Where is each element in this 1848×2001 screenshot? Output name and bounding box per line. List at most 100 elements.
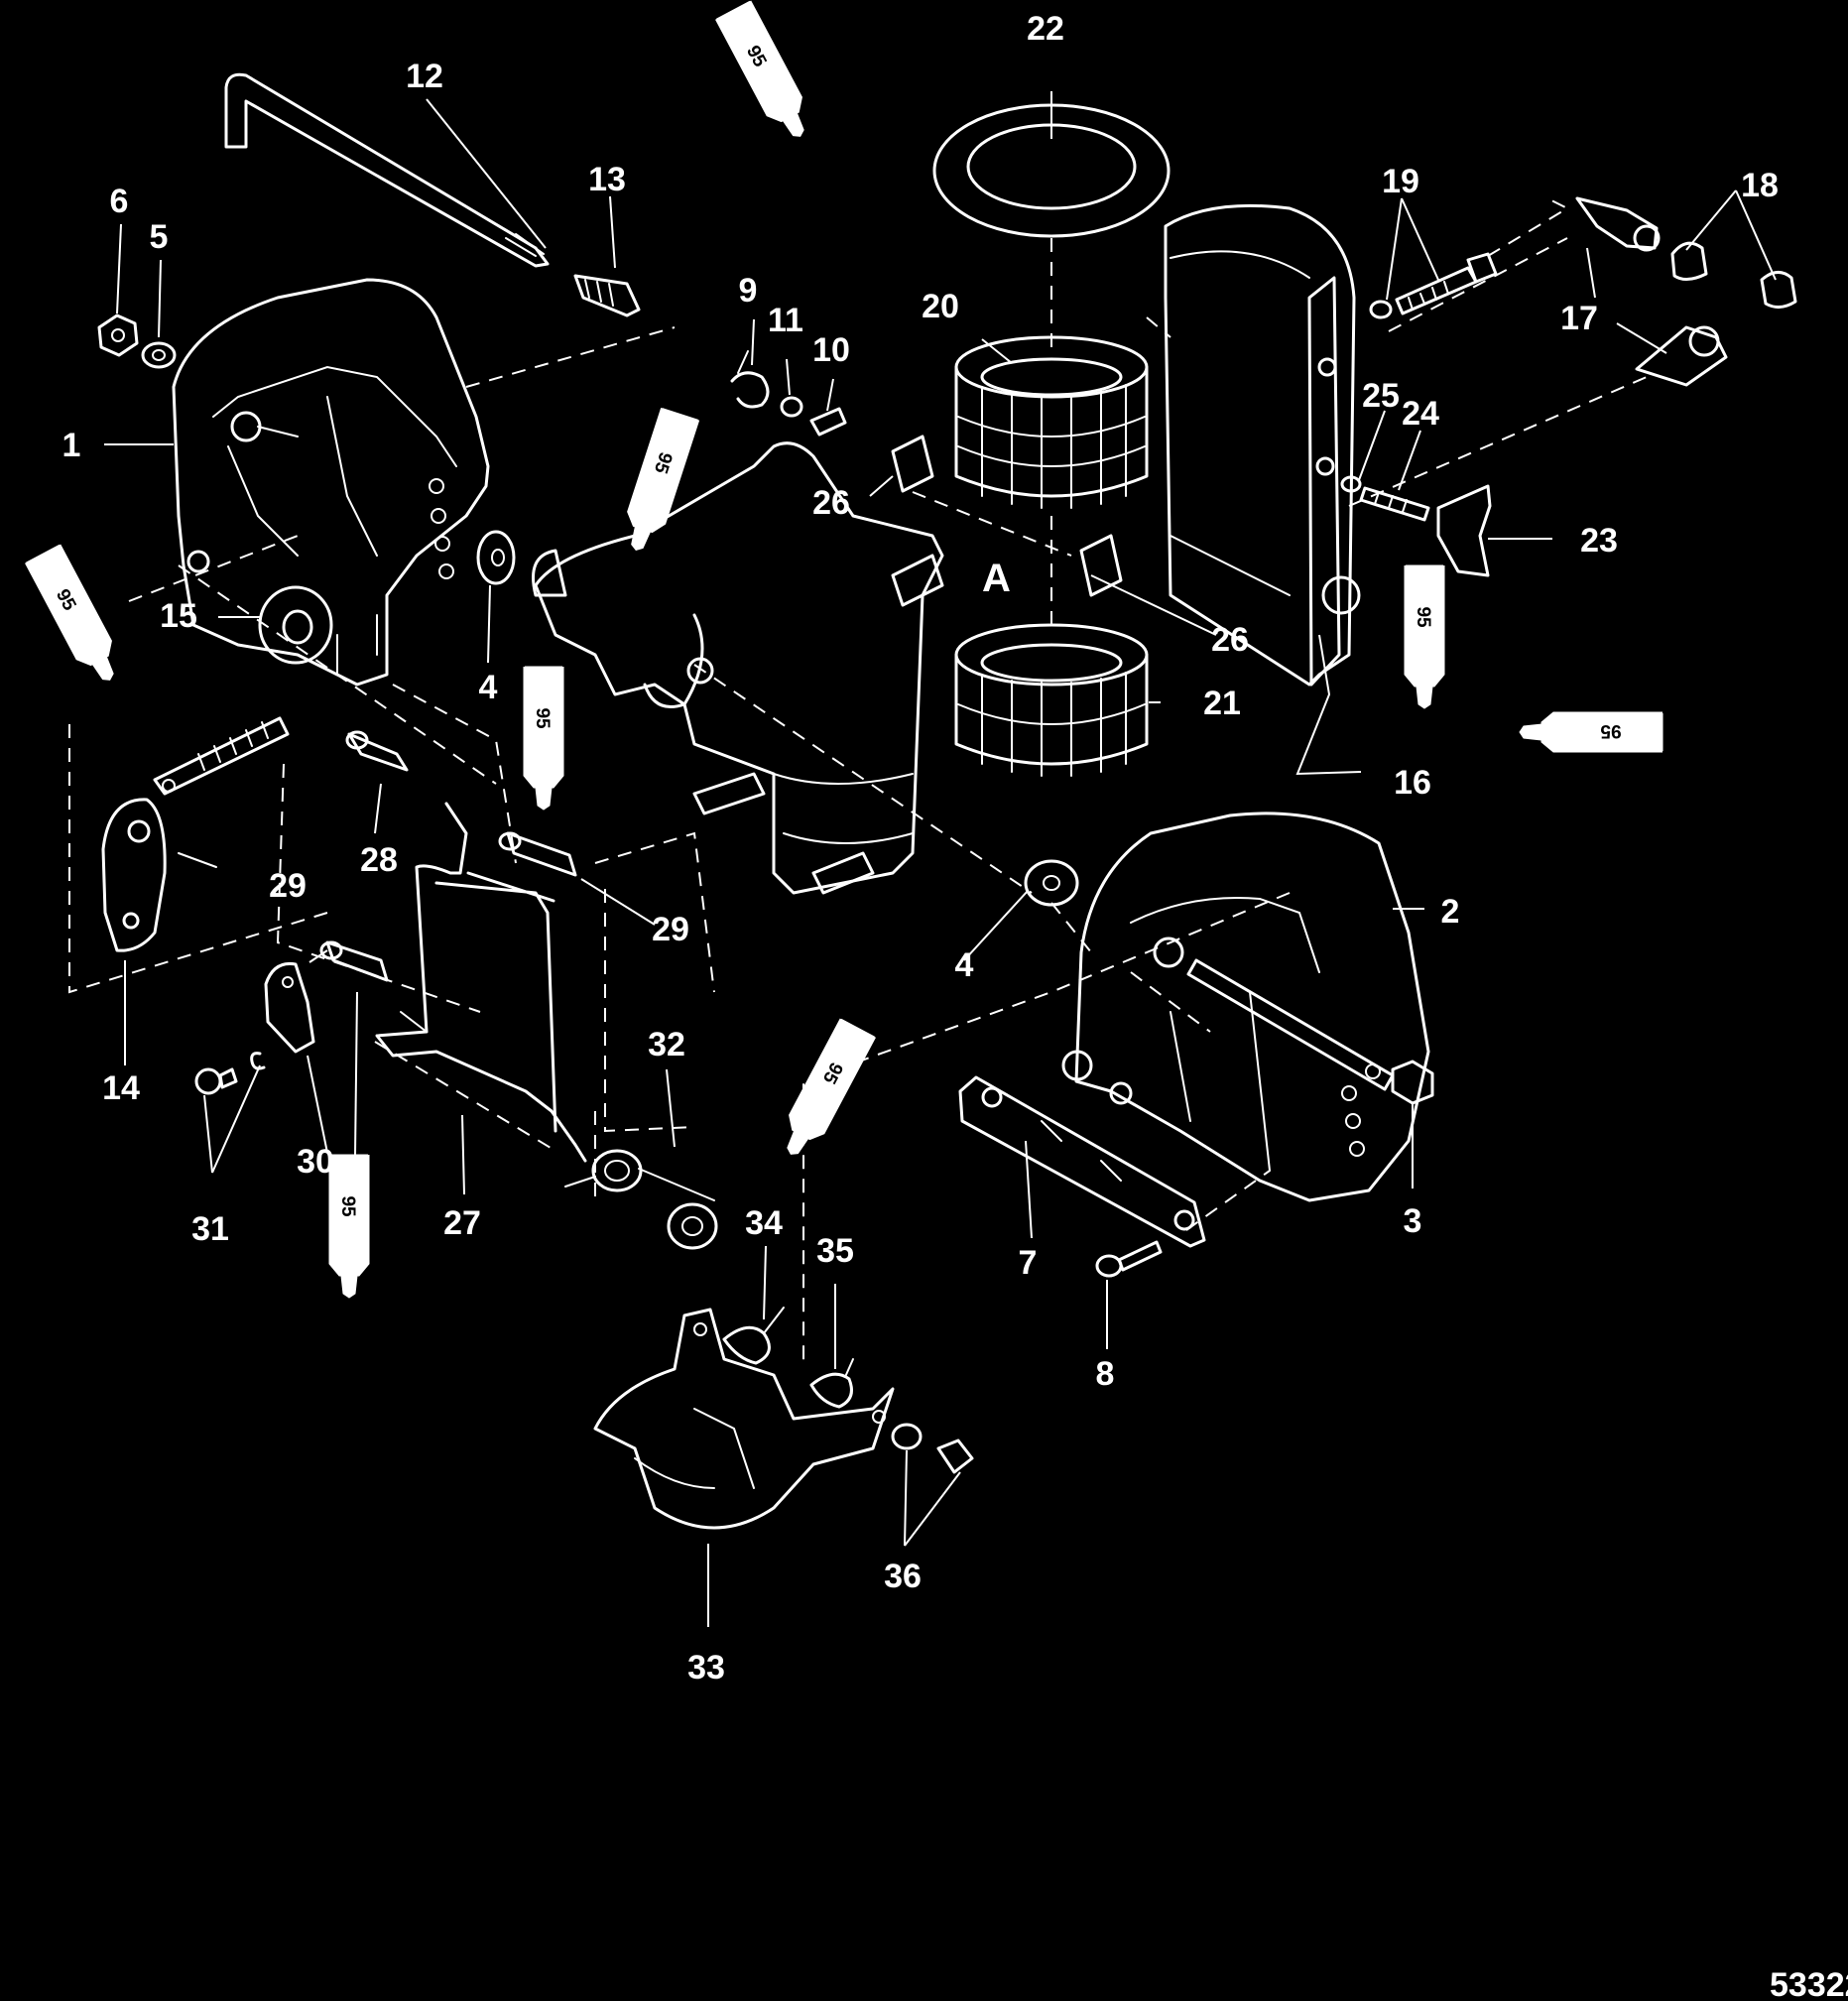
part-25-washer xyxy=(1340,475,1362,493)
callout-35: 35 xyxy=(816,1232,854,1270)
assembly-lines xyxy=(68,197,1648,1369)
part-30-bracket xyxy=(264,961,315,1054)
callout-3: 3 xyxy=(1404,1202,1422,1240)
part-13-knob xyxy=(573,274,641,317)
part-28-pin xyxy=(345,730,409,772)
part-7-plate xyxy=(958,1075,1206,1248)
part-26-upper-pad xyxy=(891,435,934,493)
callout-21: 21 xyxy=(1203,685,1241,722)
lubricant-tube-95: 95 xyxy=(710,0,804,137)
part-33-tilt-support xyxy=(593,1308,895,1530)
callout-8: 8 xyxy=(1096,1355,1115,1393)
callout-10: 10 xyxy=(812,331,850,369)
part-2-starboard-clamp-bracket xyxy=(1061,812,1430,1202)
part-36-screw xyxy=(936,1438,974,1474)
callout-7: 7 xyxy=(1019,1244,1038,1282)
callout-6: 6 xyxy=(110,183,129,220)
lubricant-tube-95: 95 xyxy=(20,536,114,681)
lubricant-tube-95: 95 xyxy=(328,1146,370,1299)
callout-31: 31 xyxy=(191,1210,229,1248)
lubricant-tube-95: 95 xyxy=(627,399,703,551)
callout-1: 1 xyxy=(62,427,81,464)
lubricant-tube-95: 95 xyxy=(787,1010,881,1155)
part-4-lower-washer xyxy=(1024,859,1079,907)
part-17-upper-grease-fitting xyxy=(1575,196,1661,252)
part-29-pin-upper xyxy=(498,831,577,877)
callout-36: 36 xyxy=(884,1558,922,1595)
callout-23: 23 xyxy=(1580,522,1618,560)
part-14-lever xyxy=(101,798,217,952)
part-19-screw xyxy=(1369,252,1498,319)
callout-33: 33 xyxy=(687,1649,725,1687)
callout-16: 16 xyxy=(1394,764,1431,802)
callout-13: 13 xyxy=(588,161,626,198)
callout-28: 28 xyxy=(360,841,398,879)
callout-5: 5 xyxy=(150,218,169,256)
part-3-bolt xyxy=(1186,958,1434,1105)
lubricant-code: 95 xyxy=(1413,606,1433,628)
reference-letter-a: A xyxy=(982,557,1011,600)
part-4-upper-washer xyxy=(476,530,516,585)
part-35-spring xyxy=(809,1358,854,1409)
part-8-screw xyxy=(1095,1240,1163,1278)
part-24-screw xyxy=(1359,486,1430,522)
callout-32: 32 xyxy=(648,1026,685,1063)
part-36-washer xyxy=(891,1423,923,1450)
lubricant-tube-95: 95 xyxy=(523,658,564,811)
lubricant-code: 95 xyxy=(532,707,553,729)
part-32-spring xyxy=(564,1149,718,1250)
part-20-upper-bushing xyxy=(954,335,1149,509)
callout-4b: 4 xyxy=(955,946,974,984)
callout-18: 18 xyxy=(1741,167,1779,204)
callout-14: 14 xyxy=(102,1069,140,1107)
callout-26b: 26 xyxy=(1211,621,1249,659)
part-18-cap-lower xyxy=(1760,271,1797,309)
lubricant-code: 95 xyxy=(1600,720,1622,741)
part-15-clamp-pad xyxy=(258,585,333,665)
callout-30: 30 xyxy=(297,1143,334,1181)
part-34-spring xyxy=(722,1307,785,1365)
lubricant-tube-95: 95 xyxy=(1519,711,1671,753)
part-27-tilt-lock-lever xyxy=(375,802,587,1163)
callout-12: 12 xyxy=(406,58,443,95)
part-17-lower-grease-fitting xyxy=(1635,325,1728,387)
callout-29a: 29 xyxy=(652,911,689,948)
part-21-lower-bushing xyxy=(954,623,1149,777)
part-31-clip xyxy=(250,1052,266,1070)
part-1-port-clamp-bracket xyxy=(172,278,490,687)
spring-rod xyxy=(153,716,290,796)
part-9-spring xyxy=(730,350,770,409)
callout-4a: 4 xyxy=(479,669,498,706)
callout-24: 24 xyxy=(1402,395,1439,433)
callout-25: 25 xyxy=(1362,377,1400,415)
part-10-screw xyxy=(809,407,847,437)
part-5-washer xyxy=(141,341,177,369)
callout-labels: 1234456789101112131415161718192021222324… xyxy=(62,10,1779,1687)
part-12-tilt-rod xyxy=(224,72,550,268)
part-23-thumbscrew xyxy=(1436,484,1492,577)
swivel-bracket-casting xyxy=(532,441,944,895)
callout-20: 20 xyxy=(922,288,959,325)
callout-34: 34 xyxy=(745,1204,783,1242)
callout-29b: 29 xyxy=(269,867,307,905)
leader-lines xyxy=(104,91,1777,1627)
callout-9: 9 xyxy=(739,272,758,310)
figure-number: 53322 xyxy=(1770,1966,1848,2001)
callout-27: 27 xyxy=(443,1204,481,1242)
part-18-cap-upper xyxy=(1670,241,1708,281)
callout-11: 11 xyxy=(768,302,803,339)
part-26-lower-pad xyxy=(1079,534,1123,597)
callout-22: 22 xyxy=(1027,10,1064,48)
lubricant-tube-95: 95 xyxy=(1404,557,1445,709)
callout-2: 2 xyxy=(1441,893,1460,931)
part-6-nut xyxy=(97,313,139,357)
part-31-screw xyxy=(194,1067,238,1095)
callout-17: 17 xyxy=(1560,300,1598,337)
callout-19: 19 xyxy=(1382,163,1419,200)
lubricant-code: 95 xyxy=(337,1195,358,1217)
part-29-pin-lower xyxy=(319,940,389,982)
part-11-washer xyxy=(780,396,803,418)
